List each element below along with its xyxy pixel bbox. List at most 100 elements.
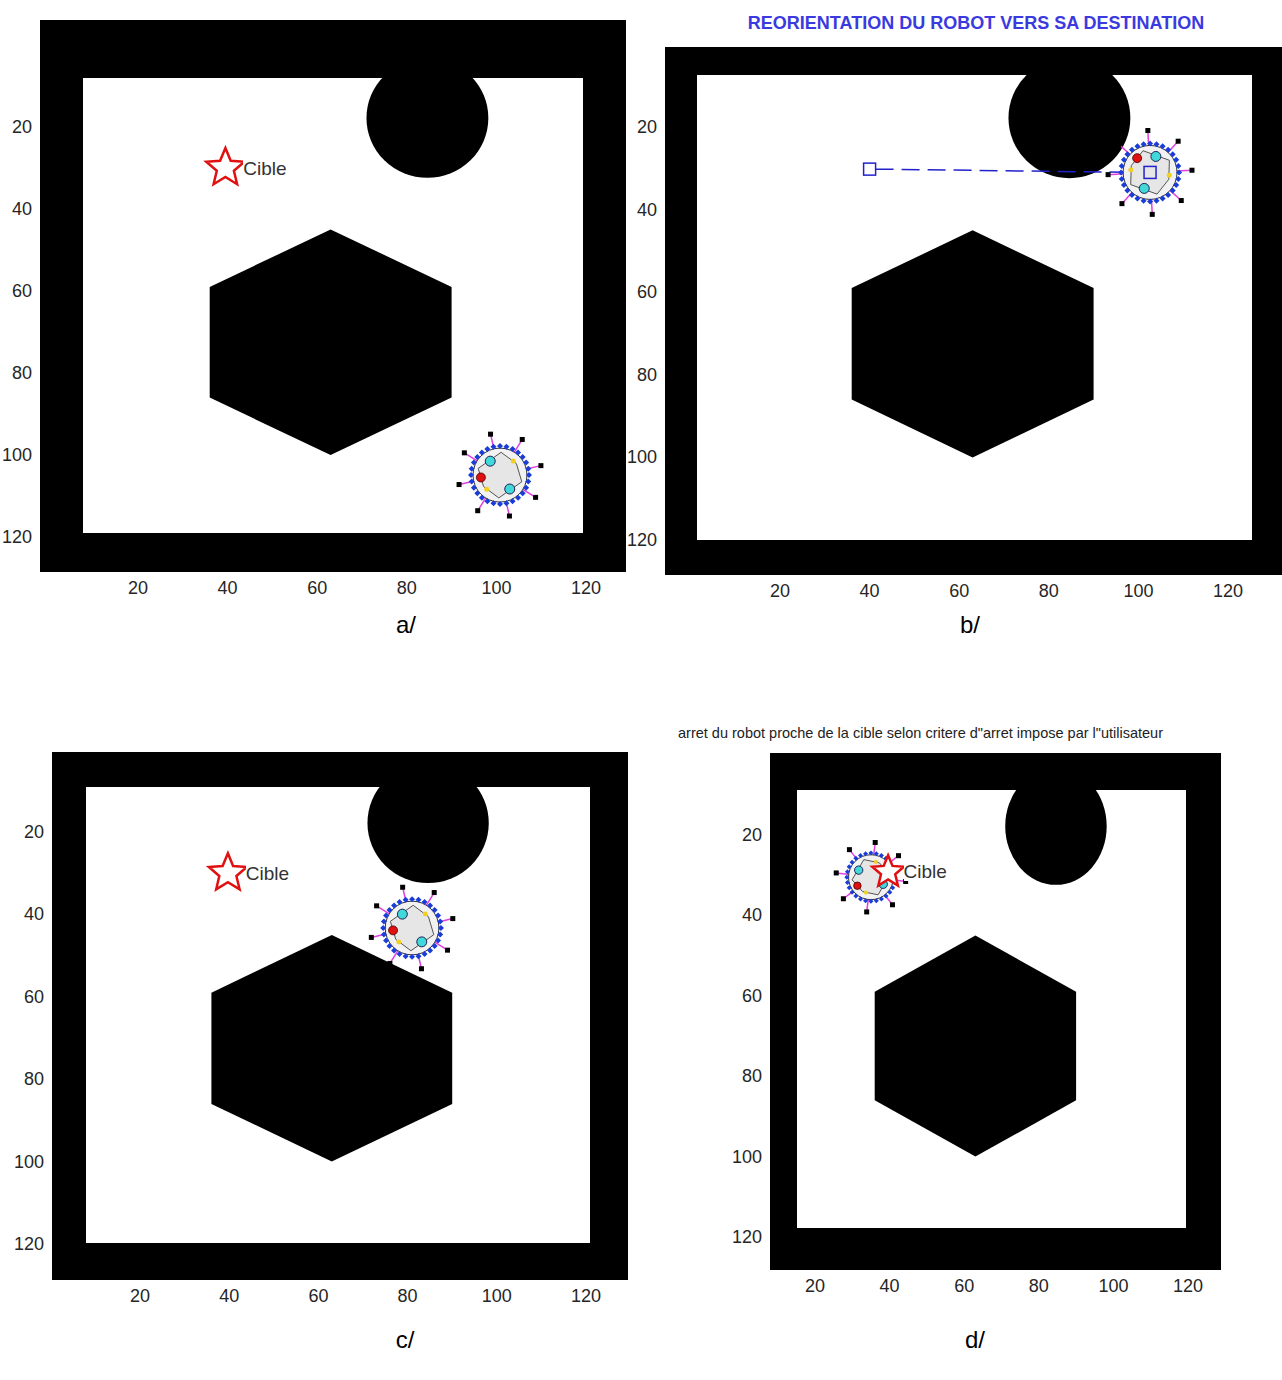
contour-mark: [1173, 182, 1179, 188]
contour-mark: [510, 446, 516, 452]
axis-tick: 80: [397, 579, 417, 597]
free-space: [697, 75, 1252, 540]
contour-mark: [523, 460, 529, 466]
contour-mark: [1134, 196, 1140, 202]
target-label: Cible: [243, 159, 286, 178]
contour-mark: [437, 919, 443, 925]
axis-tick: 120: [571, 579, 601, 597]
axis-tick: 20: [130, 1287, 150, 1305]
axis-tick: 100: [1123, 582, 1153, 600]
axis-tick: 100: [732, 1148, 762, 1166]
contour-mark: [471, 485, 477, 491]
contour-mark: [515, 449, 521, 455]
sensor-tip: [432, 890, 437, 895]
map-frame: [40, 20, 626, 572]
wheel: [505, 484, 515, 494]
panel-caption: b/: [960, 613, 980, 637]
contour-mark: [1154, 198, 1160, 204]
panel-title: REORIENTATION DU ROBOT VERS SA DESTINATI…: [748, 14, 1204, 32]
circle-obstacle: [366, 58, 488, 178]
axis-tick: 40: [860, 582, 880, 600]
contour-mark: [497, 501, 503, 507]
contour-mark: [1119, 163, 1125, 169]
axis-tick: 20: [742, 826, 762, 844]
contour-mark: [432, 943, 438, 949]
contour-mark: [1141, 198, 1147, 204]
axis-tick: 100: [2, 446, 32, 464]
axis-tick: 120: [627, 531, 657, 549]
contour-mark: [1160, 196, 1166, 202]
contour-mark: [879, 896, 884, 901]
sensor-tip: [1176, 139, 1181, 144]
contour-mark: [523, 485, 529, 491]
contour-mark: [874, 851, 879, 856]
robot: [1106, 128, 1195, 217]
contour-mark: [503, 500, 509, 506]
hexagon-obstacle: [875, 936, 1076, 1157]
wheel: [417, 937, 427, 947]
contour-mark: [1165, 192, 1171, 198]
axis-tick: 40: [742, 906, 762, 924]
axis-tick: 80: [637, 366, 657, 384]
contour-mark: [1160, 143, 1166, 149]
robot-marker: [1144, 166, 1156, 178]
sensor-tip: [538, 463, 543, 468]
contour-mark: [1129, 147, 1135, 153]
axis-tick: 100: [482, 1287, 512, 1305]
axis-tick: 60: [742, 987, 762, 1005]
axis-tick: 40: [24, 905, 44, 923]
contour-mark: [437, 931, 443, 937]
contour-mark: [1147, 198, 1153, 204]
front-marker: [389, 926, 398, 935]
contour-mark: [435, 938, 441, 944]
panel-caption: a/: [396, 613, 416, 637]
contour-mark: [383, 938, 389, 944]
contour-mark: [381, 919, 387, 925]
contour-mark: [415, 953, 421, 959]
axis-tick: 20: [128, 579, 148, 597]
contour-mark: [471, 460, 477, 466]
caster: [1128, 167, 1133, 172]
contour-mark: [863, 898, 868, 903]
axis-tick: 60: [12, 282, 32, 300]
axis-tick: 120: [1173, 1277, 1203, 1295]
sensor-tip: [1150, 212, 1155, 217]
contour-mark: [397, 951, 403, 957]
target-star: [209, 853, 247, 889]
contour-mark: [474, 490, 480, 496]
contour-mark: [1175, 176, 1181, 182]
axis-tick: 40: [880, 1277, 900, 1295]
sensor-tip: [374, 903, 379, 908]
contour-mark: [526, 472, 532, 478]
contour-mark: [1121, 182, 1127, 188]
caster: [864, 890, 868, 894]
caster: [396, 940, 401, 945]
circle-obstacle: [1008, 58, 1130, 179]
front-marker: [1133, 154, 1142, 163]
contour-mark: [391, 902, 397, 908]
contour-mark: [469, 466, 475, 472]
sensor-tip: [462, 450, 467, 455]
sensor-tip: [533, 495, 538, 500]
axis-tick: 80: [398, 1287, 418, 1305]
contour-mark: [491, 444, 497, 450]
contour-mark: [874, 898, 879, 903]
contour-mark: [1170, 151, 1176, 157]
contour-mark: [1173, 157, 1179, 163]
contour-mark: [1121, 157, 1127, 163]
axis-tick: 60: [307, 579, 327, 597]
sensor-tip: [841, 896, 846, 901]
target-star: [872, 855, 904, 885]
robot-body: [385, 901, 439, 955]
contour-mark: [1165, 147, 1171, 153]
wheel: [1151, 151, 1161, 161]
axis-tick: 80: [24, 1070, 44, 1088]
contour-mark: [1175, 163, 1181, 169]
contour-mark: [858, 853, 863, 858]
contour-mark: [853, 894, 858, 899]
contour-mark: [1134, 143, 1140, 149]
wheel: [855, 866, 863, 874]
contour-mark: [858, 896, 863, 901]
free-space: [797, 790, 1186, 1228]
sensor-tip: [507, 514, 512, 519]
